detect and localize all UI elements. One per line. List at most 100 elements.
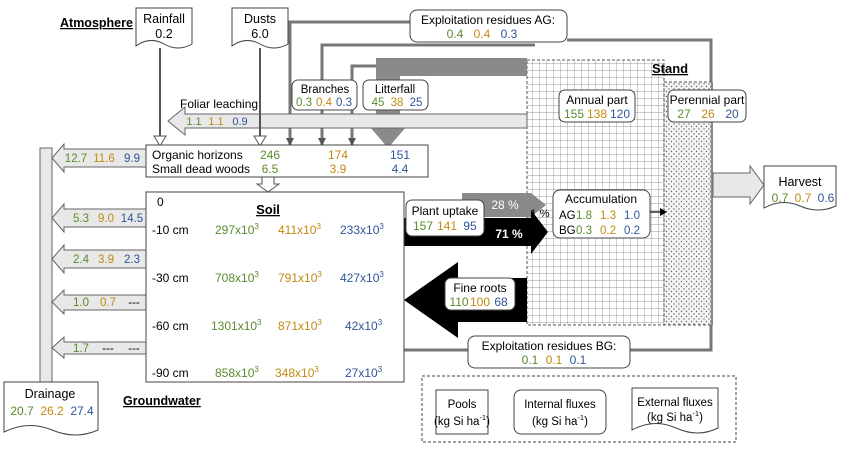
stand-label: Stand bbox=[652, 61, 688, 76]
exploitation-bg-blue: 0.1 bbox=[570, 353, 587, 367]
flux2-blue: 2.3 bbox=[124, 254, 140, 266]
groundwater-label: Groundwater bbox=[123, 394, 201, 408]
flux1-blue: 14.5 bbox=[121, 213, 143, 225]
soil-depth-0: 0 bbox=[157, 195, 164, 209]
accumulation-title: Accumulation bbox=[565, 192, 637, 206]
accumulation-ag-blue: 1.0 bbox=[624, 210, 640, 222]
fine-roots-green: 110 bbox=[449, 295, 468, 309]
soil-value: 791x103 bbox=[278, 270, 322, 285]
soil-table: -10 cm 297x103 411x103 233x103 -30 cm 70… bbox=[152, 222, 384, 380]
soil-depth: -30 cm bbox=[152, 271, 189, 285]
organic-row2-green: 6.5 bbox=[262, 162, 279, 176]
legend-external bbox=[631, 387, 719, 434]
rainfall-title: Rainfall bbox=[143, 12, 185, 26]
drainage-orange: 26.2 bbox=[40, 404, 64, 418]
accumulation-bg-orange: 0.2 bbox=[600, 225, 616, 237]
accumulation-bg-blue: 0.2 bbox=[624, 225, 640, 237]
pct-28-label: 28 % bbox=[491, 198, 519, 212]
soil-depth: -60 cm bbox=[152, 319, 189, 333]
organic-horizons-box bbox=[145, 144, 429, 178]
accumulation-box bbox=[552, 189, 651, 239]
flux0-blue: 9.9 bbox=[124, 153, 140, 165]
soil-value: 858x103 bbox=[215, 365, 259, 380]
legend-external-unit: (kg Si ha-1) bbox=[647, 409, 703, 424]
atmosphere-label: Atmosphere bbox=[60, 16, 133, 30]
soil-value: 297x103 bbox=[215, 222, 259, 237]
organic-row2-blue: 4.4 bbox=[392, 162, 409, 176]
flux3-blue: --- bbox=[128, 297, 140, 309]
legend-pools-label: Pools bbox=[448, 399, 477, 411]
plant-uptake-orange: 141 bbox=[437, 219, 457, 233]
branches-title: Branches bbox=[301, 84, 350, 96]
exploitation-ag-line bbox=[567, 38, 713, 82]
flux1-orange: 9.0 bbox=[98, 213, 114, 225]
flux4-green: 1.7 bbox=[73, 343, 89, 355]
branches-box bbox=[291, 79, 358, 111]
branches-green: 0.3 bbox=[296, 97, 312, 109]
branches-orange: 0.4 bbox=[316, 97, 333, 109]
exploitation-bg-line bbox=[630, 325, 713, 352]
exploitation-ag-box bbox=[409, 9, 568, 43]
perennial-green: 27 bbox=[677, 107, 691, 121]
legend-internal-unit: (kg Si ha-1) bbox=[532, 413, 588, 428]
legend-external-label: External fluxes bbox=[637, 397, 713, 409]
drainage-box bbox=[3, 381, 99, 436]
soil-value: 348x103 bbox=[275, 365, 319, 380]
organic-row1-green: 246 bbox=[260, 148, 280, 162]
litterfall-box bbox=[362, 79, 429, 111]
flux2-green: 2.4 bbox=[73, 254, 90, 266]
exploitation-ag-title: Exploitation residues AG: bbox=[421, 13, 555, 27]
flux4-blue: --- bbox=[128, 343, 140, 355]
litterfall-title: Litterfall bbox=[375, 84, 415, 96]
branches-blue: 0.3 bbox=[336, 97, 352, 109]
organic-row2-label: Small dead woods bbox=[152, 162, 250, 176]
foliar-green: 1.1 bbox=[186, 116, 201, 128]
plant-uptake-title: Plant uptake bbox=[412, 204, 479, 218]
foliar-leaching-arrow bbox=[167, 105, 528, 137]
exploitation-ag-blue: 0.3 bbox=[501, 27, 518, 41]
accumulation-ag-green: 1.8 bbox=[576, 210, 592, 222]
harvest-orange: 0.7 bbox=[795, 191, 812, 205]
soil-value: 233x103 bbox=[340, 222, 384, 237]
annual-title: Annual part bbox=[566, 93, 628, 107]
annual-green: 155 bbox=[564, 107, 584, 121]
foliar-orange: 1.1 bbox=[208, 116, 223, 128]
soil-depth: -10 cm bbox=[152, 223, 189, 237]
soil-value: 1301x103 bbox=[211, 318, 262, 333]
perennial-part-box bbox=[667, 89, 747, 123]
flux0-green: 12.7 bbox=[65, 153, 87, 165]
harvest-title: Harvest bbox=[778, 175, 822, 189]
soil-value: 27x103 bbox=[345, 365, 383, 380]
accumulation-ag-label: AG bbox=[559, 210, 576, 222]
soil-value: 427x103 bbox=[340, 270, 384, 285]
litterfall-orange: 38 bbox=[391, 97, 404, 109]
harvest-blue: 0.6 bbox=[818, 191, 835, 205]
organic-row2-orange: 3.9 bbox=[330, 162, 347, 176]
soil-value: 708x103 bbox=[215, 270, 259, 285]
soil-depth: -90 cm bbox=[152, 366, 189, 380]
exploitation-ag-green: 0.4 bbox=[447, 27, 464, 41]
flux2-orange: 3.9 bbox=[98, 254, 114, 266]
drainage-green: 20.7 bbox=[10, 404, 34, 418]
flux3-green: 1.0 bbox=[73, 297, 89, 309]
fine-roots-orange: 100 bbox=[470, 295, 490, 309]
exploitation-bg-title: Exploitation residues BG: bbox=[482, 339, 617, 353]
dusts-title: Dusts bbox=[244, 12, 276, 26]
accumulation-bg-green: 0.3 bbox=[576, 225, 592, 237]
rainfall-value: 0.2 bbox=[155, 27, 172, 41]
accumulation-bg-label: BG bbox=[559, 225, 576, 237]
rainfall-box bbox=[135, 7, 193, 49]
exploitation-ag-orange: 0.4 bbox=[474, 27, 491, 41]
plant-uptake-green: 157 bbox=[413, 219, 433, 233]
perennial-title: Perennial part bbox=[670, 93, 745, 107]
organic-row1-orange: 174 bbox=[328, 148, 348, 162]
annual-orange: 138 bbox=[587, 107, 607, 121]
soil-title: Soil bbox=[256, 202, 280, 217]
annual-blue: 120 bbox=[610, 107, 630, 121]
dusts-value: 6.0 bbox=[251, 27, 268, 41]
soil-value: 42x103 bbox=[345, 318, 383, 333]
flux1-green: 5.3 bbox=[73, 213, 89, 225]
soil-value: 871x103 bbox=[278, 318, 322, 333]
harvest-arrow bbox=[712, 164, 765, 206]
